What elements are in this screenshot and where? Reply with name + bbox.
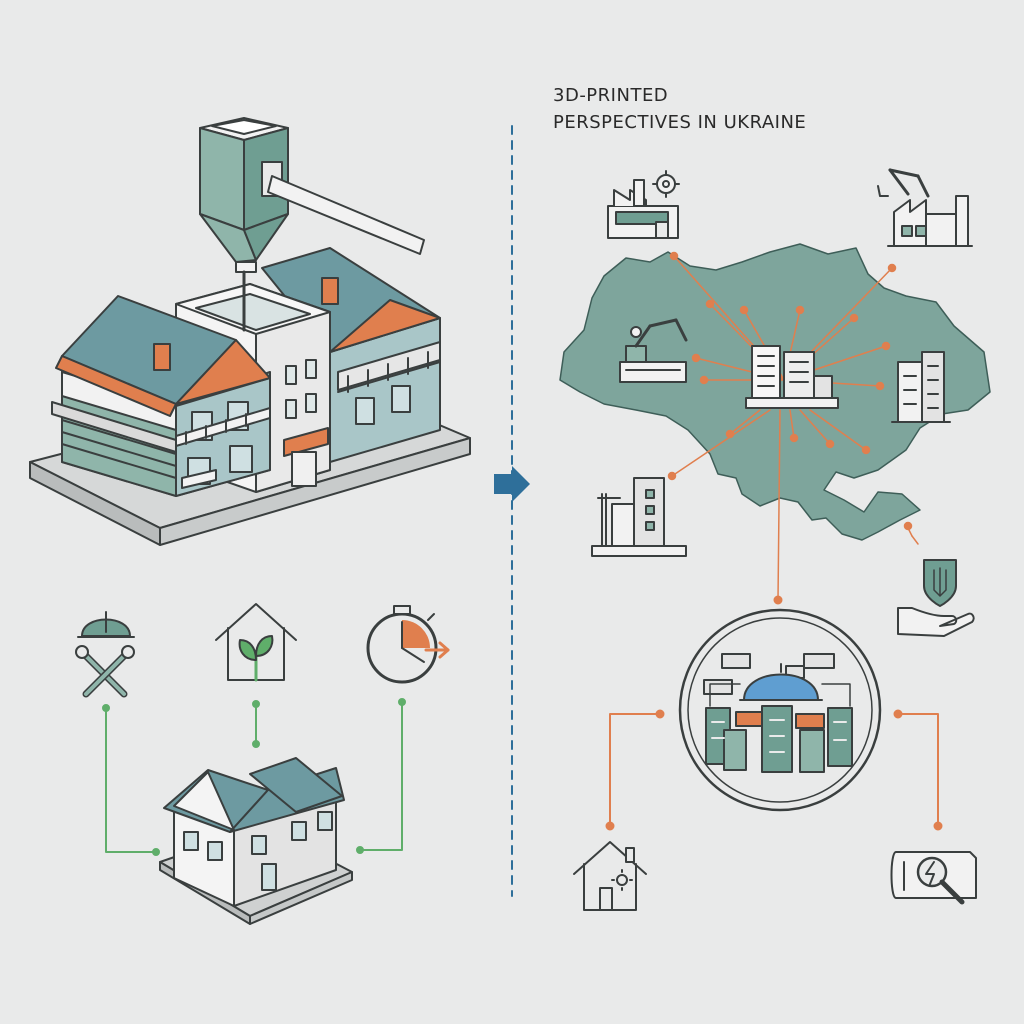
solar-house-icon — [573, 841, 647, 911]
apartment-tower-icon — [891, 351, 951, 423]
blueprint-search-icon — [890, 851, 977, 905]
central-buildings-icon — [745, 345, 839, 409]
robot-arm-plant-icon — [619, 318, 688, 383]
stopwatch-icon — [366, 605, 450, 684]
left-connectors — [102, 698, 406, 856]
shield-hand-icon — [897, 559, 975, 637]
helmet-wrench-icon — [75, 611, 135, 698]
title-line-2: PERSPECTIVES IN UKRAINE — [553, 112, 807, 133]
result-house-illustration — [159, 757, 353, 925]
eco-house-icon — [215, 603, 297, 682]
construction-crane-icon — [591, 477, 687, 557]
diagram-title: 3D-PRINTED PERSPECTIVES IN UKRAINE — [553, 82, 806, 136]
printed-building-illustration — [29, 117, 471, 546]
hub-connectors — [605, 595, 943, 831]
smart-city-hub-icon — [678, 608, 882, 812]
center-divider — [494, 125, 530, 897]
title-line-1: 3D-PRINTED — [553, 85, 669, 106]
factory-gear-icon — [607, 170, 680, 239]
robot-arm-factory-icon — [877, 168, 973, 247]
